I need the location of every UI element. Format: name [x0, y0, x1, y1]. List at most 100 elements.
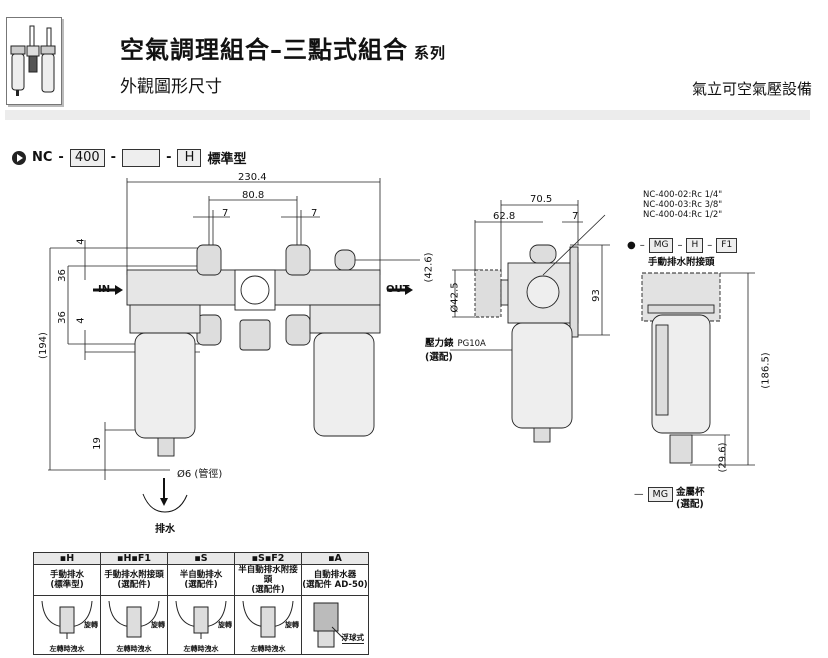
col-code: ▪H — [33, 552, 101, 565]
title-text: 空氣調理組合–三點式組合 — [120, 36, 408, 64]
drain-label: 排水 — [155, 524, 175, 535]
dash: – — [639, 240, 645, 251]
dim-side-height: 93 — [590, 289, 602, 302]
caption: 左轉時洩水 — [49, 644, 85, 653]
table-cell: 半自動排水(選配件) — [167, 564, 235, 596]
desc-line: 手動排水附接頭 — [104, 570, 164, 580]
table-header-row: ▪H ▪H▪F1 ▪S ▪S▪F2 ▪A — [33, 552, 369, 565]
drain-fitting — [669, 434, 693, 464]
side-view-drawing — [450, 200, 610, 443]
semi-auto-drain-icon — [175, 600, 227, 639]
right-bracket-top — [285, 244, 311, 276]
dash: - — [110, 150, 117, 165]
desc-line: (選配件) — [251, 585, 285, 595]
dim-option-overall: (186.5) — [760, 352, 772, 389]
in-label: IN — [98, 284, 111, 295]
dim-tube-diameter: Ø6 (管徑) — [177, 469, 223, 480]
side-note: 旋轉 — [151, 621, 165, 629]
gauge-note: (選配) — [425, 352, 453, 363]
port-circle — [526, 275, 560, 309]
dash: – — [677, 240, 683, 251]
caption: 左轉時洩水 — [116, 644, 152, 653]
port-size-callout: NC-400-02:Rc 1/4" NC-400-03:Rc 3/8" NC-4… — [643, 190, 722, 220]
bullet-icon: ● — [627, 240, 636, 251]
gauge-outline — [474, 269, 502, 318]
table-cell: 半自動排水附接頭(選配件) — [234, 564, 302, 596]
dash: - — [166, 150, 172, 165]
col-code: ▪S — [167, 552, 235, 565]
dim-bracket-pitch: 80.8 — [242, 190, 265, 201]
regulator-knob — [239, 319, 271, 351]
model-size-box: 400 — [69, 148, 105, 167]
dim-outlet-height: (42.6) — [423, 252, 435, 283]
drain-valve — [157, 437, 175, 457]
mg-code-box: MG — [647, 487, 674, 502]
frl-unit-icon — [10, 25, 56, 96]
col-code: ▪H▪F1 — [100, 552, 168, 565]
dash: — — [634, 489, 644, 500]
dim-option-drain: (29.6) — [717, 442, 729, 473]
port-callout-line: NC-400-04:Rc 1/2" — [643, 210, 723, 220]
table-cell: 手動排水附接頭(選配件) — [100, 564, 168, 596]
caption: 左轉時洩水 — [250, 644, 286, 653]
model-port-box — [122, 148, 161, 167]
desc-line: 半自動排水附接頭 — [238, 565, 298, 585]
front-view-drawing — [48, 178, 420, 513]
dim-top-offset: 4 — [75, 238, 87, 245]
float-type-label: 浮球式 — [341, 633, 364, 644]
dim-overall-height: (194) — [37, 332, 49, 359]
desc-line: (選配件) — [117, 580, 151, 590]
port-callout-line: NC-400-03:Rc 3/8" — [643, 200, 723, 210]
table-row: 手動排水(標準型) 手動排水附接頭(選配件) 半自動排水(選配件) 半自動排水附… — [33, 564, 369, 596]
desc-line: (選配件) — [184, 580, 218, 590]
gauge-model: PG10A — [457, 339, 486, 349]
dim-bracket-width-left: 7 — [222, 208, 229, 219]
option-code-box: MG — [648, 238, 674, 253]
play-bullet-icon — [12, 150, 26, 165]
lubricator-bowl-side — [511, 322, 573, 429]
lubricator-bowl — [313, 332, 375, 437]
page-subtitle: 外觀圖形尺寸 — [120, 77, 222, 97]
model-prefix: NC — [32, 150, 53, 165]
desc-line: (標準型) — [50, 580, 84, 590]
drain-illustration: 旋轉 左轉時洩水 — [234, 595, 302, 655]
title-suffix: 系列 — [414, 44, 447, 62]
dim-overall-width: 230.4 — [238, 172, 267, 183]
bracket-side — [569, 246, 579, 338]
model-option-box: H — [177, 148, 202, 167]
desc-line: (選配件 AD-50) — [302, 580, 368, 590]
mg-option: — MG — [634, 487, 674, 502]
side-note: 旋轉 — [84, 621, 98, 629]
model-option-label: 標準型 — [207, 152, 247, 167]
product-thumbnail — [6, 17, 62, 105]
drain-illustration: 旋轉 左轉時洩水 — [167, 595, 235, 655]
option-code-box: F1 — [716, 238, 738, 253]
col-code: ▪S▪F2 — [234, 552, 302, 565]
dim-bottom-offset: 4 — [75, 317, 87, 324]
caption: 左轉時洩水 — [183, 644, 219, 653]
desc-line: 自動排水器 — [313, 570, 357, 580]
brand-name: 氣立可空氣壓設備 — [691, 80, 812, 98]
desc-line: 手動排水 — [49, 570, 84, 580]
left-bracket-top — [196, 244, 222, 276]
table-cell: 手動排水(標準型) — [33, 564, 101, 596]
dim-gauge-diameter: Ø42.5 — [449, 282, 461, 313]
manual-drain-fitting-icon — [108, 600, 160, 637]
drain-illustration: 浮球式 — [301, 595, 369, 655]
semi-auto-drain-fitting-icon — [242, 600, 294, 637]
desc-line: 半自動排水 — [179, 570, 223, 580]
dim-lower-half: 36 — [56, 311, 68, 324]
filter-head — [129, 304, 201, 334]
manual-drain-icon — [41, 600, 93, 639]
dash: - — [58, 150, 64, 165]
drain-illustration: 旋轉 左轉時洩水 — [33, 595, 101, 655]
dim-depth: 70.5 — [530, 194, 553, 205]
filter-bowl — [134, 332, 196, 439]
out-arrow — [387, 285, 413, 295]
port-callout-line: NC-400-02:Rc 1/4" — [643, 190, 723, 200]
dash: – — [707, 240, 713, 251]
dim-drain-length: 19 — [91, 437, 103, 450]
side-note: 旋轉 — [218, 621, 232, 629]
dim-bracket: 7 — [572, 211, 579, 222]
